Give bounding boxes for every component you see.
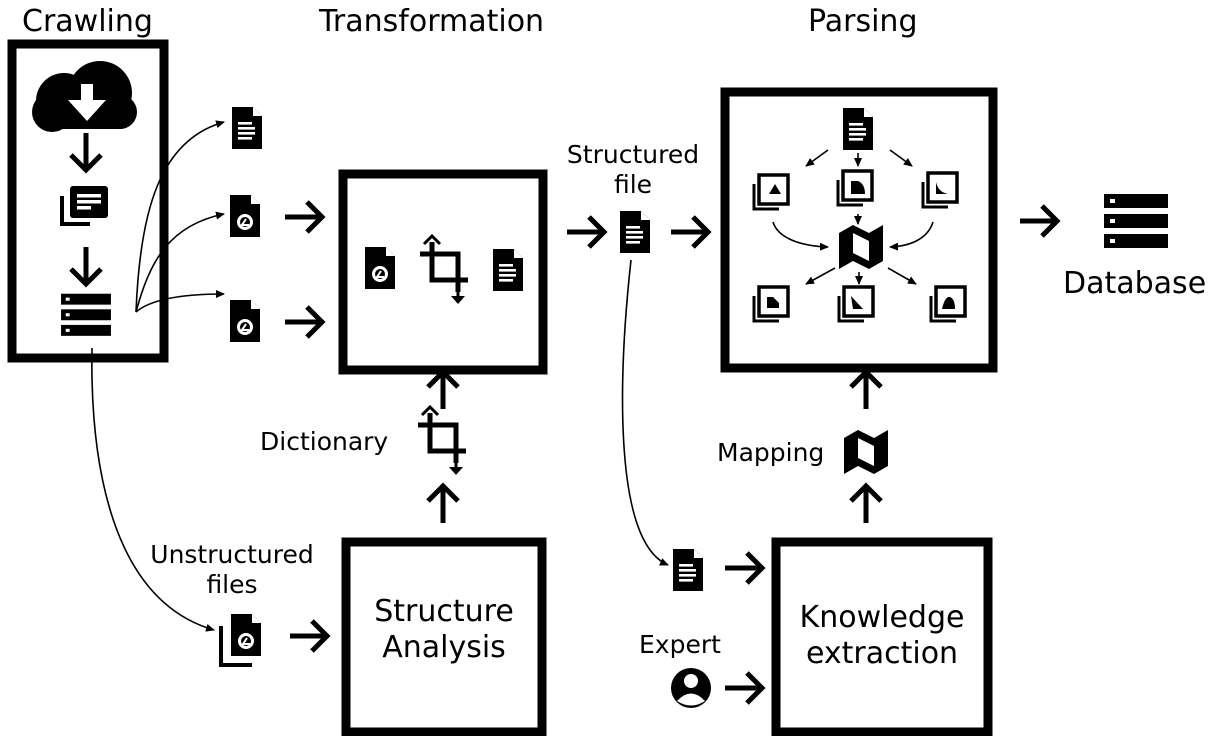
knowledge-extraction-line1: Knowledge — [799, 600, 965, 635]
layer-image-icon — [752, 173, 790, 211]
user-circle-icon — [671, 668, 711, 708]
arrow-up-icon — [428, 372, 458, 409]
curve-to-pdf-1 — [135, 211, 225, 313]
pdf-file-icon — [363, 245, 397, 291]
text-file-icon — [493, 249, 523, 291]
arrow-right-icon — [285, 202, 322, 232]
arrow-right-icon — [725, 553, 762, 583]
arrow-right-icon — [290, 621, 327, 651]
unstructured-files-label-line2: files — [206, 570, 258, 599]
server-list-icon — [61, 293, 111, 336]
text-file-icon — [232, 107, 262, 149]
mapping-label: Mapping — [717, 438, 825, 467]
arrow-up-icon — [851, 486, 881, 523]
arrow-right-icon — [1020, 206, 1057, 236]
structured-file-label: Structured file — [555, 140, 711, 200]
knowledge-extraction-line2: extraction — [805, 636, 959, 671]
text-file-icon — [673, 549, 703, 591]
stage-title-parsing: Parsing — [808, 4, 918, 39]
text-file-icon — [620, 211, 650, 253]
arrow-right-icon — [285, 307, 322, 337]
layer-image-icon — [837, 285, 875, 323]
pdf-stack-icon — [219, 612, 263, 667]
crop-transform-icon — [418, 407, 466, 475]
arrow-right-icon — [671, 217, 708, 247]
stage-title-crawling: Crawling — [22, 4, 153, 39]
unstructured-files-label-line1: Unstructured — [150, 540, 314, 569]
structured-file-label-line2: file — [613, 170, 653, 199]
map-icon — [844, 430, 888, 474]
parsing-box — [720, 87, 998, 373]
curve-to-unstructured — [91, 347, 215, 632]
crop-transform-icon — [420, 236, 468, 304]
structure-analysis-line2: Analysis — [382, 630, 506, 665]
arrow-up-icon — [428, 486, 458, 523]
layer-image-icon — [752, 285, 790, 323]
database-label: Database — [1063, 266, 1207, 301]
arrow-down-icon — [71, 247, 101, 284]
structure-analysis-line1: Structure — [374, 594, 514, 629]
database-icon — [1104, 194, 1168, 248]
pdf-file-icon — [228, 298, 262, 344]
dictionary-label: Dictionary — [260, 427, 389, 456]
cloud-download-icon — [32, 61, 137, 132]
arrow-right-icon — [725, 673, 762, 703]
stage-title-transformation: Transformation — [319, 4, 545, 39]
structure-analysis-label: Structure Analysis — [350, 594, 538, 666]
expert-label: Expert — [639, 630, 721, 659]
text-file-icon — [843, 108, 873, 150]
arrow-down-icon — [71, 133, 101, 170]
parsing-flow-arrows — [772, 149, 934, 285]
documents-stack-icon — [60, 186, 108, 226]
curve-to-knowledge-file — [621, 259, 669, 566]
pdf-file-icon — [228, 193, 262, 239]
map-icon — [839, 225, 883, 269]
arrow-up-icon — [851, 372, 881, 409]
unstructured-files-label: Unstructured files — [136, 540, 328, 600]
layer-image-icon — [929, 285, 967, 323]
knowledge-extraction-label: Knowledge extraction — [780, 600, 984, 672]
structured-file-label-line1: Structured — [566, 140, 700, 169]
layer-image-icon — [836, 169, 874, 207]
structure-analysis-box — [341, 537, 547, 736]
layer-image-icon — [921, 171, 959, 209]
arrow-right-icon — [567, 217, 604, 247]
curve-to-text-file — [135, 120, 225, 313]
curve-to-pdf-2 — [135, 290, 225, 313]
knowledge-extraction-box — [771, 537, 993, 736]
crawling-box — [7, 39, 169, 363]
